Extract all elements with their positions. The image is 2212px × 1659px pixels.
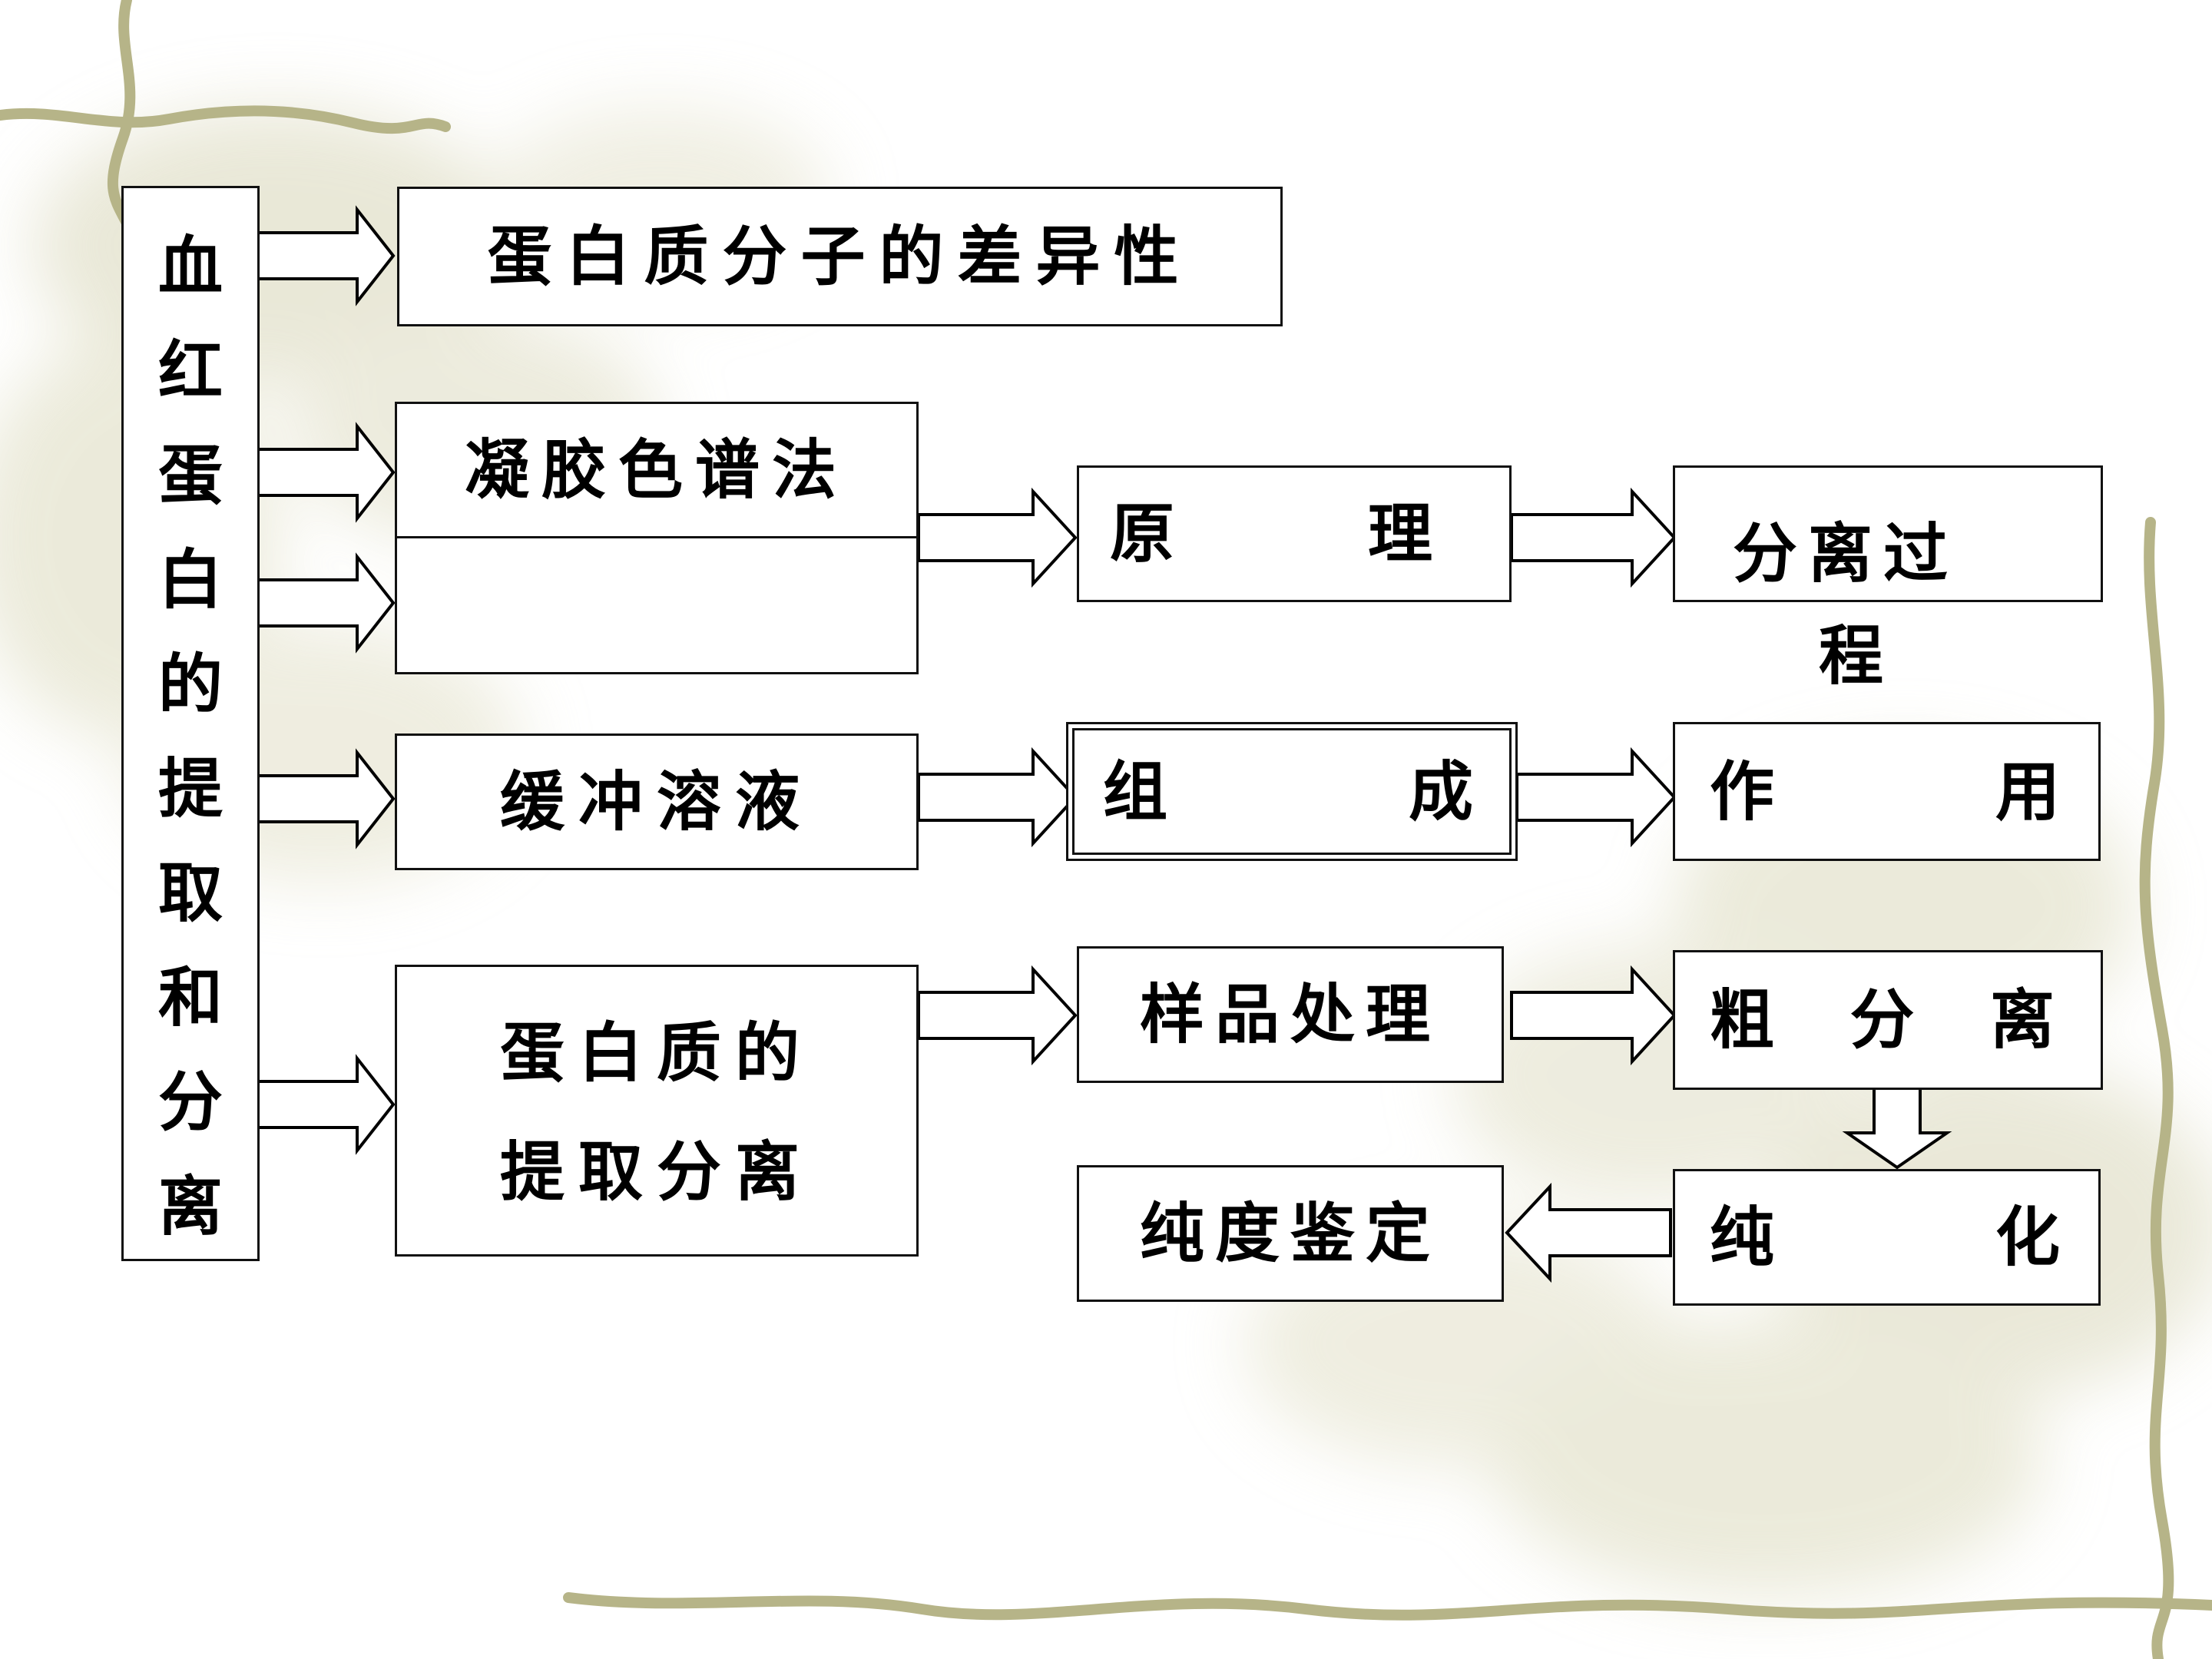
purification-label-left: 纯 — [1710, 1199, 1775, 1275]
function-box: 作 用 — [1673, 722, 2101, 861]
main-title-char: 的 — [157, 646, 223, 722]
separation-process-label-line1: 分离过 — [1733, 515, 1959, 591]
principle-box: 原 理 — [1077, 465, 1512, 602]
principle-label-right: 理 — [1367, 495, 1432, 571]
protein-difference-label: 蛋白质分子的差异性 — [487, 218, 1193, 294]
main-title-char: 取 — [157, 855, 223, 931]
main-title-char: 红 — [157, 333, 223, 409]
function-label-left: 作 — [1710, 753, 1775, 830]
gel-chromatography-box: 凝胶色谱法 — [395, 402, 919, 674]
crude-separation-char-1: 粗 — [1710, 982, 1775, 1058]
main-title-char: 提 — [157, 750, 223, 826]
composition-box: 组 成 — [1066, 722, 1518, 861]
buffer-solution-box: 缓冲溶液 — [395, 733, 919, 870]
composition-label-right: 成 — [1408, 753, 1473, 830]
protein-extraction-label-line2: 提取分离 — [499, 1134, 813, 1210]
crude-separation-char-3: 离 — [1989, 982, 2055, 1058]
protein-extraction-label-line1: 蛋白质的 — [499, 1015, 813, 1091]
separation-process-box: 分离过 — [1673, 465, 2103, 602]
crude-separation-box: 粗 分 离 — [1673, 950, 2103, 1090]
protein-extraction-box: 蛋白质的 提取分离 — [395, 965, 919, 1257]
purity-identification-label: 纯度鉴定 — [1139, 1195, 1441, 1271]
composition-label-left: 组 — [1103, 753, 1168, 830]
sample-processing-box: 样品处理 — [1077, 946, 1504, 1083]
purification-label-right: 化 — [1995, 1199, 2060, 1275]
purification-box: 纯 化 — [1673, 1169, 2101, 1306]
sample-processing-label: 样品处理 — [1139, 976, 1441, 1052]
gel-divider — [397, 536, 916, 538]
main-title-char: 分 — [157, 1064, 223, 1140]
principle-label-left: 原 — [1110, 495, 1175, 571]
crude-separation-char-2: 分 — [1849, 982, 1915, 1058]
main-title-char: 和 — [157, 959, 223, 1035]
protein-difference-box: 蛋白质分子的差异性 — [397, 187, 1283, 326]
main-title-char: 血 — [157, 228, 223, 304]
main-title-char: 白 — [157, 541, 223, 618]
buffer-solution-label: 缓冲溶液 — [499, 763, 813, 839]
main-title-char: 蛋 — [157, 437, 223, 513]
function-label-right: 用 — [1995, 753, 2060, 830]
main-title-box: 血红蛋白的提取和分离 — [121, 186, 260, 1261]
separation-process-label-line2: 程 — [1819, 618, 1884, 694]
main-title-char: 离 — [157, 1168, 223, 1244]
purity-identification-box: 纯度鉴定 — [1077, 1165, 1504, 1302]
gel-chromatography-label: 凝胶色谱法 — [464, 432, 849, 508]
